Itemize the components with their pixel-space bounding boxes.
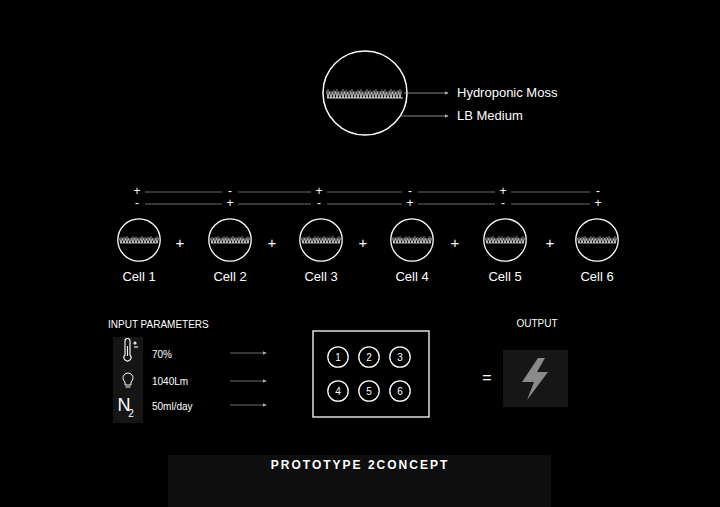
cell-circle: Cell 1	[117, 218, 161, 262]
circle-outline	[483, 218, 527, 262]
well-circle: 2	[358, 346, 380, 368]
label-text: +	[451, 235, 460, 252]
well-circle: 5	[358, 380, 380, 402]
well-circle: 4	[327, 380, 349, 402]
label-text: 70%	[152, 349, 172, 360]
polarity-wires	[145, 192, 590, 204]
moss-strokes	[326, 89, 401, 98]
cell-circle: Cell 6	[575, 218, 619, 262]
moss-texture	[326, 89, 401, 98]
icon-tile	[113, 366, 143, 394]
well-number: 1	[335, 352, 341, 363]
circle-stroke	[118, 219, 160, 261]
label-text: +	[406, 197, 413, 210]
circle-stroke	[359, 381, 379, 401]
moss-strokes	[119, 236, 158, 243]
circle-outline	[117, 218, 161, 262]
thermometer-icon	[124, 339, 138, 361]
cell-circle: Cell 2	[208, 218, 252, 262]
cell-circle: Cell 4	[390, 218, 434, 262]
moss-strokes	[485, 236, 524, 243]
bulb-icon	[123, 373, 133, 387]
circle-outline	[208, 218, 252, 262]
circle-stroke	[359, 347, 379, 367]
circle-outline	[390, 218, 434, 262]
well-number: 3	[397, 352, 403, 363]
label-text: +	[359, 235, 368, 252]
cell-label: Cell 3	[304, 270, 337, 284]
circle-outline	[299, 218, 343, 262]
label-text: +	[594, 197, 601, 210]
label-text: =	[482, 369, 491, 387]
title-band	[168, 455, 551, 507]
diagram-title: PROTOTYPE 2CONCEPT	[271, 458, 449, 472]
circle-stroke	[576, 219, 618, 261]
cell-circle: Cell 3	[299, 218, 343, 262]
cell-circle: Cell 5	[483, 218, 527, 262]
label-text: -	[317, 197, 321, 210]
circle-outline	[575, 218, 619, 262]
circle-stroke	[300, 219, 342, 261]
label-text: Hydroponic Moss	[455, 86, 559, 100]
cell-label: Cell 2	[213, 270, 246, 284]
well-circle: 3	[389, 346, 411, 368]
label-text: +	[546, 235, 555, 252]
well-number: 6	[397, 386, 403, 397]
label-text: +	[268, 235, 277, 252]
label-text: 50ml/day	[152, 401, 193, 412]
cell-plate	[313, 331, 429, 417]
moss-strokes	[301, 236, 340, 243]
cell-label: Cell 6	[580, 270, 613, 284]
well-number: 2	[366, 352, 372, 363]
medium-line	[327, 98, 403, 99]
sample-circle	[323, 51, 407, 135]
label-text: OUTPUT	[516, 318, 557, 329]
label-text: +	[226, 197, 233, 210]
leader-line	[400, 116, 448, 117]
input-arrows	[230, 353, 266, 405]
label-text: INPUT PARAMETERS	[108, 319, 209, 330]
cell-label: Cell 1	[122, 270, 155, 284]
icon-tile	[113, 393, 143, 423]
icon-tile	[113, 337, 143, 367]
moss-strokes	[210, 236, 249, 243]
label-text: 1040Lm	[152, 376, 188, 387]
well-number: 4	[335, 386, 341, 397]
label-text: LB Medium	[455, 109, 525, 123]
circle-stroke	[390, 381, 410, 401]
circle-stroke	[484, 219, 526, 261]
cell-label: Cell 5	[488, 270, 521, 284]
circle-stroke	[209, 219, 251, 261]
circle-stroke	[391, 219, 433, 261]
moss-strokes	[392, 236, 431, 243]
circle-stroke	[328, 381, 348, 401]
label-text: 2	[128, 408, 134, 419]
moss-strokes	[577, 236, 616, 243]
label-text: -	[135, 197, 139, 210]
cell-label: Cell 4	[395, 270, 428, 284]
circle-stroke	[390, 347, 410, 367]
lightning-icon	[522, 358, 548, 400]
well-circle: 6	[389, 380, 411, 402]
well-circle: 1	[327, 346, 349, 368]
label-text: -	[501, 197, 505, 210]
leader-line	[404, 93, 448, 94]
label-text: +	[176, 235, 185, 252]
well-number: 5	[366, 386, 372, 397]
output-box	[503, 350, 568, 407]
circle-stroke	[328, 347, 348, 367]
